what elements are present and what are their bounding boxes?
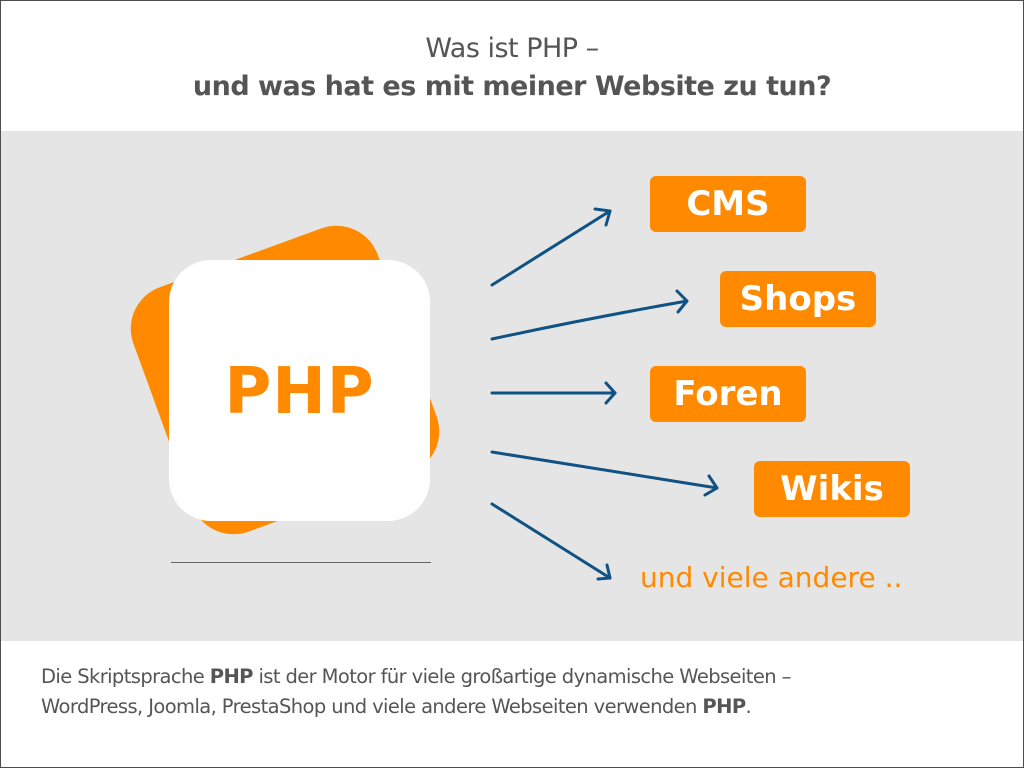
caption-bold: PHP — [702, 695, 746, 718]
arrow-to-more-icon — [490, 502, 612, 581]
arrow-to-foren-icon — [490, 381, 617, 405]
arrow-to-shops-icon — [490, 289, 689, 341]
tag-wikis: Wikis — [754, 461, 910, 517]
more-label: und viele andere .. — [640, 561, 903, 594]
php-logo-front-tile — [169, 260, 430, 521]
title-line-2: und was hat es mit meiner Website zu tun… — [192, 71, 832, 102]
caption-text: ist der Motor für viele großartige dynam… — [252, 665, 791, 688]
logo-underline — [171, 562, 431, 563]
caption-text: . — [745, 695, 752, 718]
caption: Die Skriptsprache PHP ist der Motor für … — [41, 662, 1001, 722]
caption-line-1: Die Skriptsprache PHP ist der Motor für … — [41, 662, 1001, 692]
caption-text: WordPress, Joomla, PrestaShop und viele … — [41, 695, 703, 718]
caption-bold: PHP — [209, 665, 254, 688]
tag-foren: Foren — [650, 366, 806, 422]
arrow-to-wikis-icon — [490, 450, 719, 497]
tag-shops: Shops — [720, 271, 876, 327]
arrow-to-cms-icon — [490, 207, 612, 287]
php-logo-text: PHP — [224, 355, 375, 429]
title-line-1: Was ist PHP – — [425, 33, 599, 64]
caption-line-2: WordPress, Joomla, PrestaShop und viele … — [41, 692, 1001, 722]
page-title: Was ist PHP – und was hat es mit meiner … — [0, 30, 1024, 106]
tag-cms: CMS — [650, 176, 806, 232]
caption-text: Die Skriptsprache — [41, 665, 210, 688]
